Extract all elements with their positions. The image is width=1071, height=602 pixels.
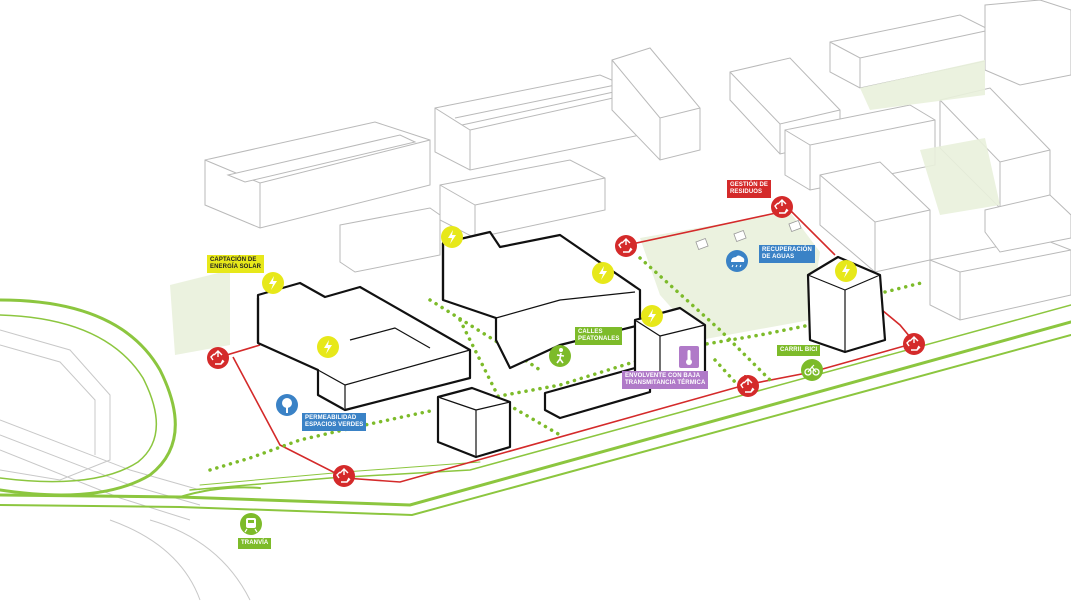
recycle-icon xyxy=(614,234,638,258)
label-water-recovery: RECUPERACIÓN DE AGUAS xyxy=(759,245,815,263)
pedestrian-paths xyxy=(208,256,927,472)
recycle-icon xyxy=(770,195,794,219)
bicycle-icon xyxy=(801,359,823,381)
rain-cloud-icon xyxy=(726,250,748,272)
water-tanks xyxy=(695,220,802,250)
recycle-icon xyxy=(902,332,926,356)
lightning-icon xyxy=(592,262,614,284)
walking-person-icon xyxy=(549,345,571,367)
label-thermal-envelope: ENVOLVENTE CON BAJA TRANSMITANCIA TÉRMIC… xyxy=(622,371,709,389)
tram-icon xyxy=(240,513,262,535)
label-green-permeability: PERMEABILIDAD ESPACIOS VERDES xyxy=(302,413,367,431)
greenway-lines xyxy=(0,298,1071,517)
lightning-icon xyxy=(835,260,857,282)
lightning-icon xyxy=(641,305,663,327)
green-areas xyxy=(170,60,1000,355)
left-context xyxy=(0,329,251,601)
label-waste-management: GESTIÓN DE RESIDUOS xyxy=(727,180,772,198)
context-buildings xyxy=(204,0,1071,321)
thermometer-icon xyxy=(679,346,699,368)
lightning-icon xyxy=(317,336,339,358)
label-tram: TRANVÍA xyxy=(238,538,272,549)
recycle-icon xyxy=(736,374,760,398)
label-solar-energy: CAPTACIÓN DE ENERGÍA SOLAR xyxy=(207,255,265,273)
label-bike-lane: CARRIL BICI xyxy=(777,345,821,356)
recycle-icon xyxy=(332,464,356,488)
label-pedestrian-streets: CALLES PEATONALES xyxy=(575,327,623,345)
tree-icon xyxy=(276,394,298,416)
lightning-icon xyxy=(262,272,284,294)
lightning-icon xyxy=(441,226,463,248)
recycle-icon xyxy=(206,346,230,370)
